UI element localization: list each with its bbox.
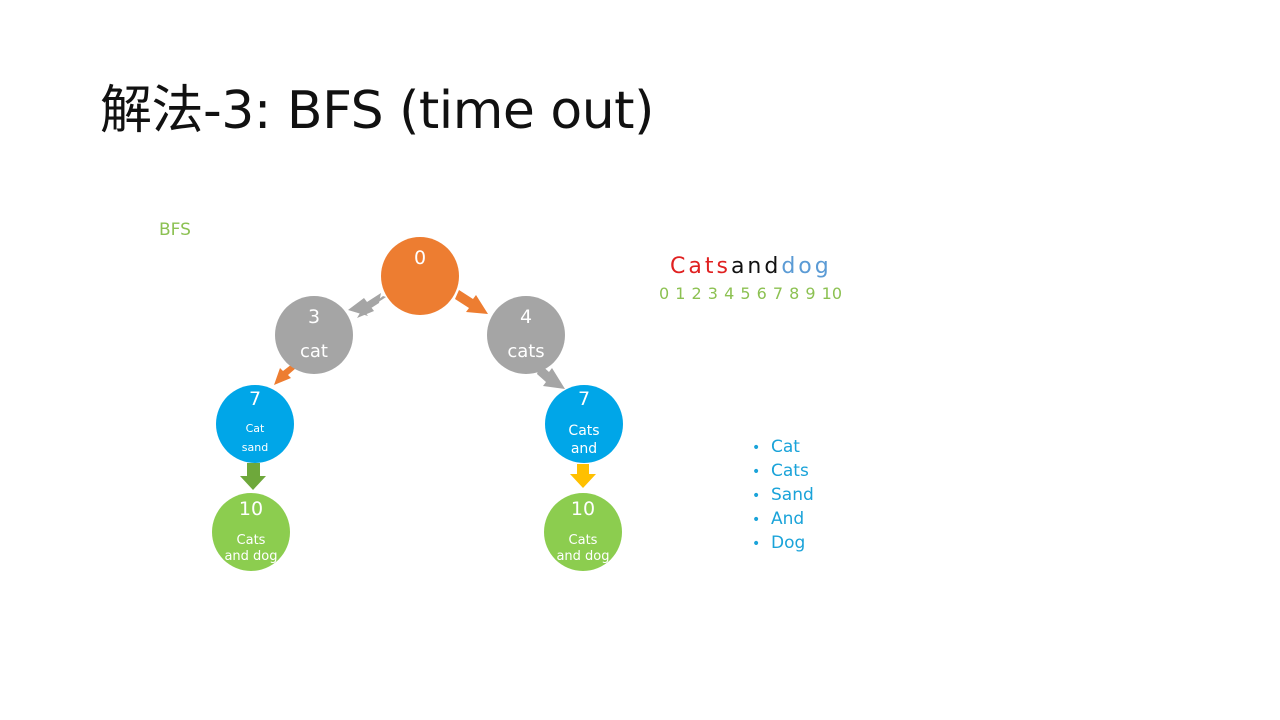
node-left-index: 3 — [307, 306, 321, 328]
diagram-label: BFS — [159, 220, 191, 240]
dictionary-word: Cat — [771, 437, 800, 457]
node-right-leaf-index: 10 — [570, 498, 596, 520]
node-right-child: 7 Cats and — [545, 385, 623, 463]
input-string: Catsanddog — [670, 254, 832, 279]
node-root: 0 — [381, 237, 459, 315]
bullet-icon: • — [752, 512, 761, 528]
node-left-leaf-line1: Cats — [236, 533, 266, 548]
node-left-leaf: 10 Cats and dog — [212, 493, 290, 571]
node-right-leaf: 10 Cats and dog — [544, 493, 622, 571]
dictionary-word: Sand — [771, 485, 814, 505]
bullet-icon: • — [752, 440, 761, 456]
string-indices: 0 1 2 3 4 5 6 7 8 9 10 — [659, 284, 843, 303]
string-part-dog: dog — [781, 254, 832, 279]
node-root-index: 0 — [413, 247, 427, 269]
dictionary-word: Cats — [771, 461, 809, 481]
bullet-icon: • — [752, 488, 761, 504]
arrow-right-child-to-leaf — [570, 464, 596, 488]
dictionary-list: • Cat • Cats • Sand • And • Dog — [752, 436, 814, 556]
node-right-child-line2: and — [570, 441, 598, 457]
node-right-leaf-line2: and dog — [556, 549, 610, 564]
slide-title: 解法-3: BFS (time out) — [100, 81, 654, 141]
node-left: 3 cat — [275, 296, 353, 374]
bullet-icon: • — [752, 464, 761, 480]
node-left-child-line1: Cat — [245, 422, 265, 435]
node-left-leaf-index: 10 — [238, 498, 264, 520]
node-right-child-index: 7 — [577, 388, 591, 410]
string-part-cats: Cats — [670, 254, 731, 279]
arrow-left-child-to-leaf — [240, 463, 266, 490]
dictionary-item: • Dog — [752, 532, 814, 556]
node-left-child: 7 Cat sand — [216, 385, 294, 463]
node-left-word: cat — [300, 341, 328, 362]
node-right-index: 4 — [519, 306, 533, 328]
node-right: 4 cats — [487, 296, 565, 374]
dictionary-item: • Sand — [752, 484, 814, 508]
dictionary-item: • Cats — [752, 460, 814, 484]
node-right-leaf-line1: Cats — [568, 533, 598, 548]
arrow-root-to-right — [455, 290, 488, 314]
node-right-word: cats — [507, 341, 545, 362]
node-left-child-line2: sand — [241, 441, 269, 454]
arrow-root-to-left — [348, 293, 386, 318]
node-right-child-line1: Cats — [568, 423, 600, 439]
bullet-icon: • — [752, 536, 761, 552]
node-left-child-index: 7 — [248, 388, 262, 410]
dictionary-item: • Cat — [752, 436, 814, 460]
node-left-leaf-line2: and dog — [224, 549, 278, 564]
dictionary-word: And — [771, 509, 805, 529]
dictionary-item: • And — [752, 508, 814, 532]
dictionary-word: Dog — [771, 533, 806, 553]
string-part-and: and — [730, 254, 782, 279]
